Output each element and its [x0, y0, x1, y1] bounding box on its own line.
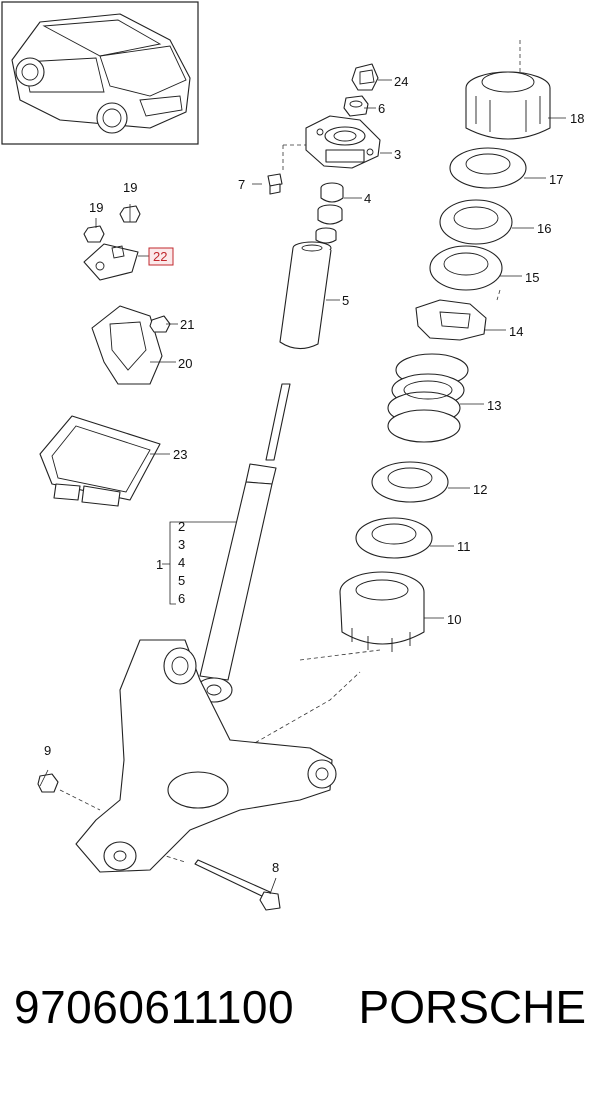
part-15-seat [429, 245, 503, 291]
part-22-sensor [83, 243, 139, 281]
callout-16: 16 [537, 221, 551, 236]
callout-3: 3 [394, 147, 401, 162]
part-number: 97060611100 [14, 981, 295, 1033]
part-4-bump-stop [315, 182, 344, 244]
part-21-nut [149, 315, 171, 333]
part-20-bracket [91, 305, 163, 385]
part-5-dust-boot [279, 241, 332, 350]
group-item-5: 5 [178, 573, 185, 588]
callout-19-right: 19 [123, 180, 137, 195]
callout-12: 12 [473, 482, 487, 497]
callout-13: 13 [487, 398, 501, 413]
vehicle-thumbnail [1, 1, 199, 145]
callout-10: 10 [447, 612, 461, 627]
part-11-spring-seat [355, 517, 433, 559]
part-10-lower-seat [339, 571, 425, 652]
callout-15: 15 [525, 270, 539, 285]
callout-11: 11 [457, 539, 471, 554]
part-17-washer [449, 147, 527, 189]
callout-19-left: 19 [89, 200, 103, 215]
part-3-top-mount [305, 115, 381, 169]
callout-1: 1 [156, 557, 163, 572]
callout-24: 24 [394, 74, 408, 89]
part-12-spring-pad [371, 461, 449, 503]
part-24-clip [351, 63, 379, 91]
callout-9: 9 [44, 743, 51, 758]
callout-6: 6 [378, 101, 385, 116]
group-item-3: 3 [178, 537, 185, 552]
callout-21: 21 [180, 317, 194, 332]
callout-7: 7 [238, 177, 245, 192]
callout-5: 5 [342, 293, 349, 308]
lower-control-arm [75, 639, 337, 873]
footer: 97060611100 PORSCHE [0, 980, 600, 1060]
group-item-4: 4 [178, 555, 185, 570]
callout-18: 18 [570, 111, 584, 126]
callout-22: 22 [153, 249, 167, 264]
callout-22-highlight-box [148, 247, 174, 266]
callout-20: 20 [178, 356, 192, 371]
part-6-nut [343, 95, 369, 117]
group-item-6: 6 [178, 591, 185, 606]
callout-17: 17 [549, 172, 563, 187]
part-16-washer [439, 199, 513, 245]
callout-23: 23 [173, 447, 187, 462]
brand-name: PORSCHE [358, 981, 586, 1033]
leader-lines [39, 79, 566, 895]
part-18-top-bearing [465, 71, 551, 140]
part-8-bolt [194, 859, 281, 911]
callout-14: 14 [509, 324, 523, 339]
part-7-bolt [267, 173, 283, 195]
part-19-nut-left [83, 225, 105, 243]
part-14-spring-pad [415, 299, 487, 341]
part-23-control-unit [39, 415, 161, 507]
part-1-shock-absorber [195, 383, 291, 703]
exploded-parts-diagram: 24 6 3 4 5 7 19 19 22 21 20 23 2 3 4 5 6… [1, 1, 584, 911]
part-13-coil-spring [387, 353, 469, 443]
callout-4: 4 [364, 191, 371, 206]
part-9-nut [37, 773, 59, 793]
callout-8: 8 [272, 860, 279, 875]
group-item-2: 2 [178, 519, 185, 534]
